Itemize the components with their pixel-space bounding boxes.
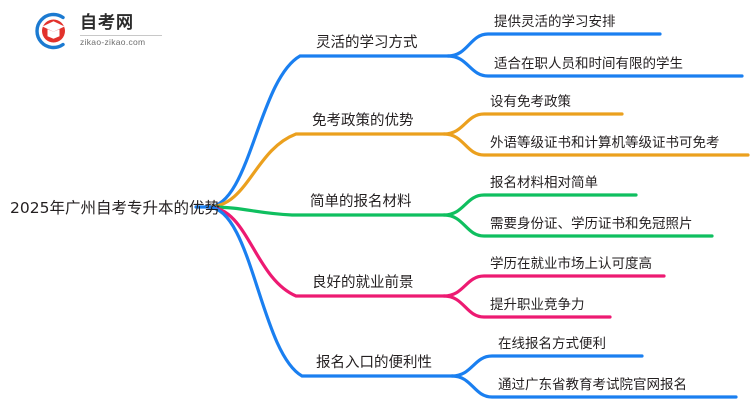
leaf-label-5-2[interactable]: 通过广东省教育考试院官网报名 (498, 377, 687, 393)
leaf-label-5-1[interactable]: 在线报名方式便利 (498, 336, 606, 352)
leaf-label-2-2[interactable]: 外语等级证书和计算机等级证书可免考 (490, 135, 720, 151)
leaf-label-1-1[interactable]: 提供灵活的学习安排 (494, 14, 616, 30)
leaf-label-4-2[interactable]: 提升职业竞争力 (490, 297, 585, 313)
branch-label-2[interactable]: 免考政策的优势 (312, 113, 414, 129)
branch-label-3[interactable]: 简单的报名材料 (310, 194, 412, 210)
site-logo: 自考网 zikao-zikao.com (30, 10, 165, 52)
branch-curve-3 (206, 205, 446, 217)
leaf-label-3-1[interactable]: 报名材料相对简单 (490, 175, 598, 191)
root-topic-label[interactable]: 2025年广州自考专升本的优势 (10, 199, 220, 217)
zikao-logo-icon (30, 10, 72, 52)
subbranch-curve-5-2 (450, 374, 738, 399)
branch-label-4[interactable]: 良好的就业前景 (312, 275, 414, 291)
leaf-label-1-2[interactable]: 适合在职人员和时间有限的学生 (494, 56, 683, 72)
logo-title: 自考网 (80, 13, 134, 34)
branch-curve-5 (206, 205, 454, 378)
branch-label-1[interactable]: 灵活的学习方式 (316, 35, 418, 51)
branch-label-5[interactable]: 报名入口的便利性 (316, 355, 432, 371)
logo-divider (80, 35, 162, 37)
subbranch-curve-4-2 (442, 294, 612, 319)
leaf-label-3-2[interactable]: 需要身份证、学历证书和免冠照片 (490, 216, 693, 232)
logo-text: 自考网 zikao-zikao.com (80, 15, 162, 47)
branch-curve-2 (206, 132, 446, 209)
subbranch-curve-3-2 (442, 213, 714, 238)
subbranch-curve-2-2 (442, 132, 750, 157)
branch-curve-1 (206, 54, 450, 209)
leaf-label-2-1[interactable]: 设有免考政策 (490, 94, 571, 110)
leaf-label-4-1[interactable]: 学历在就业市场上认可度高 (490, 256, 652, 272)
logo-url: zikao-zikao.com (80, 37, 146, 48)
subbranch-curve-1-2 (446, 54, 744, 78)
